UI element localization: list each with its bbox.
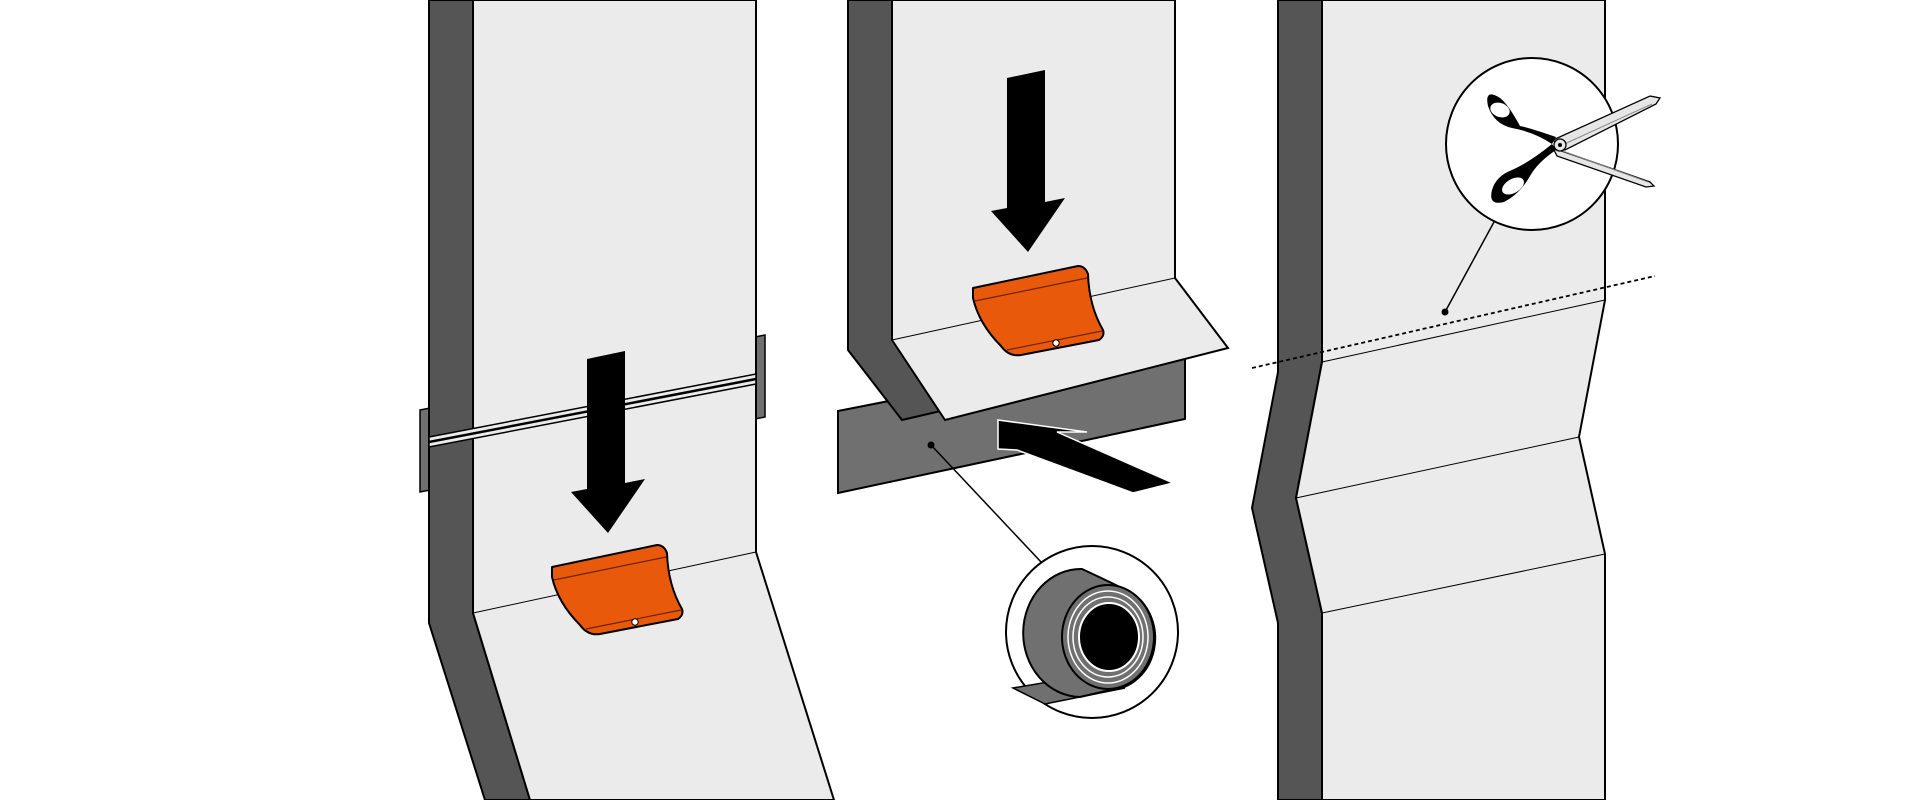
duct-side-face [428,0,532,800]
fold-line-3b [1295,436,1580,499]
push-arrow-icon [997,419,1176,494]
scissors-icon [1445,57,1662,231]
leader-line [930,444,1043,564]
step-3-duct [1250,0,1662,800]
tape-roll-icon [1005,545,1179,719]
duct-front-face-2 [891,0,1230,422]
leader-dot [927,441,935,449]
duct-side-face-3 [1250,0,1323,800]
leader-line-3 [1444,221,1495,313]
step-1-duct [419,0,836,800]
leader-dot-3 [1441,308,1449,316]
fold-line-3a [1321,299,1606,363]
fold-line-3c [1321,553,1606,614]
cut-line [1251,275,1656,369]
step-2-duct [837,0,1230,719]
